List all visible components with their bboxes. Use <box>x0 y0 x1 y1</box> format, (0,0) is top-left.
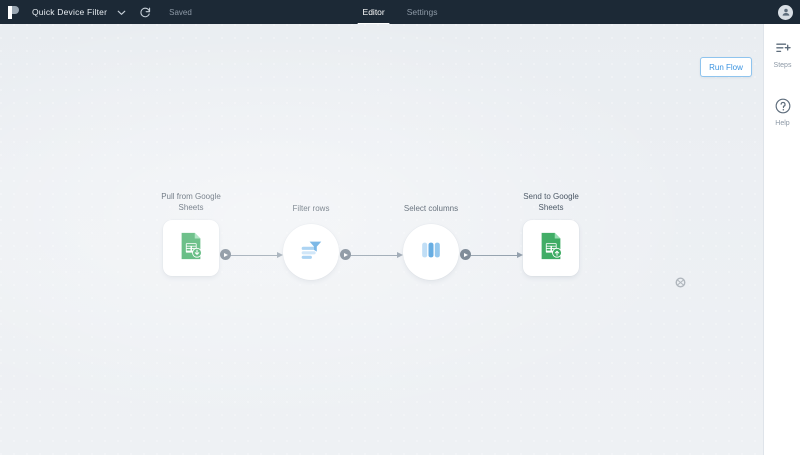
node-circle[interactable] <box>283 224 339 280</box>
chevron-down-icon[interactable] <box>116 7 127 18</box>
flow-graph: Pull from Google Sheets <box>0 24 763 455</box>
run-flow-button[interactable]: Run Flow <box>700 57 752 77</box>
connector-arrowhead <box>397 251 403 258</box>
sidebar-item-steps[interactable]: Steps <box>764 38 800 82</box>
parabola-logo-icon[interactable] <box>0 0 26 24</box>
save-status: Saved <box>169 7 192 17</box>
node-circle[interactable] <box>403 224 459 280</box>
flow-node-label: Filter rows <box>292 204 330 213</box>
google-sheets-upload-icon <box>536 231 566 266</box>
connector-3 <box>460 249 523 261</box>
top-bar: Quick Device Filter Saved Editor Setting… <box>0 0 800 24</box>
play-icon[interactable] <box>340 249 351 260</box>
help-circle-icon <box>773 96 793 116</box>
avatar-container <box>778 0 793 24</box>
tab-settings[interactable]: Settings <box>406 7 438 17</box>
add-step-icon <box>773 38 793 58</box>
tab-editor[interactable]: Editor <box>352 0 396 24</box>
connector-1 <box>220 249 283 261</box>
right-sidebar: Steps Help <box>763 24 800 455</box>
user-avatar-icon[interactable] <box>778 4 793 20</box>
cursor-busy-icon <box>674 276 687 289</box>
filter-rows-icon <box>297 236 325 269</box>
redo-icon[interactable] <box>139 6 152 19</box>
google-sheets-download-icon <box>176 231 206 266</box>
select-columns-icon <box>418 237 444 268</box>
flow-canvas[interactable]: Run Flow <box>0 24 763 455</box>
nav-tabs: Editor Settings <box>352 0 449 24</box>
node-card[interactable] <box>163 220 219 276</box>
connector-line <box>468 254 517 256</box>
sidebar-item-label: Help <box>775 120 790 127</box>
play-icon[interactable] <box>460 249 471 260</box>
document-title: Quick Device Filter <box>32 7 108 17</box>
connector-arrowhead <box>277 251 283 258</box>
connector-line <box>348 254 397 256</box>
node-card[interactable] <box>523 220 579 276</box>
connector-arrowhead <box>517 251 523 258</box>
connector-2 <box>340 249 403 261</box>
flow-node-label: Pull from Google Sheets <box>161 192 221 212</box>
play-icon[interactable] <box>220 249 231 260</box>
flow-node-label: Send to Google Sheets <box>523 192 579 212</box>
sidebar-item-label: Steps <box>773 62 792 69</box>
flow-node-label: Select columns <box>403 204 459 213</box>
sidebar-item-help[interactable]: Help <box>764 96 800 140</box>
connector-line <box>228 254 277 256</box>
